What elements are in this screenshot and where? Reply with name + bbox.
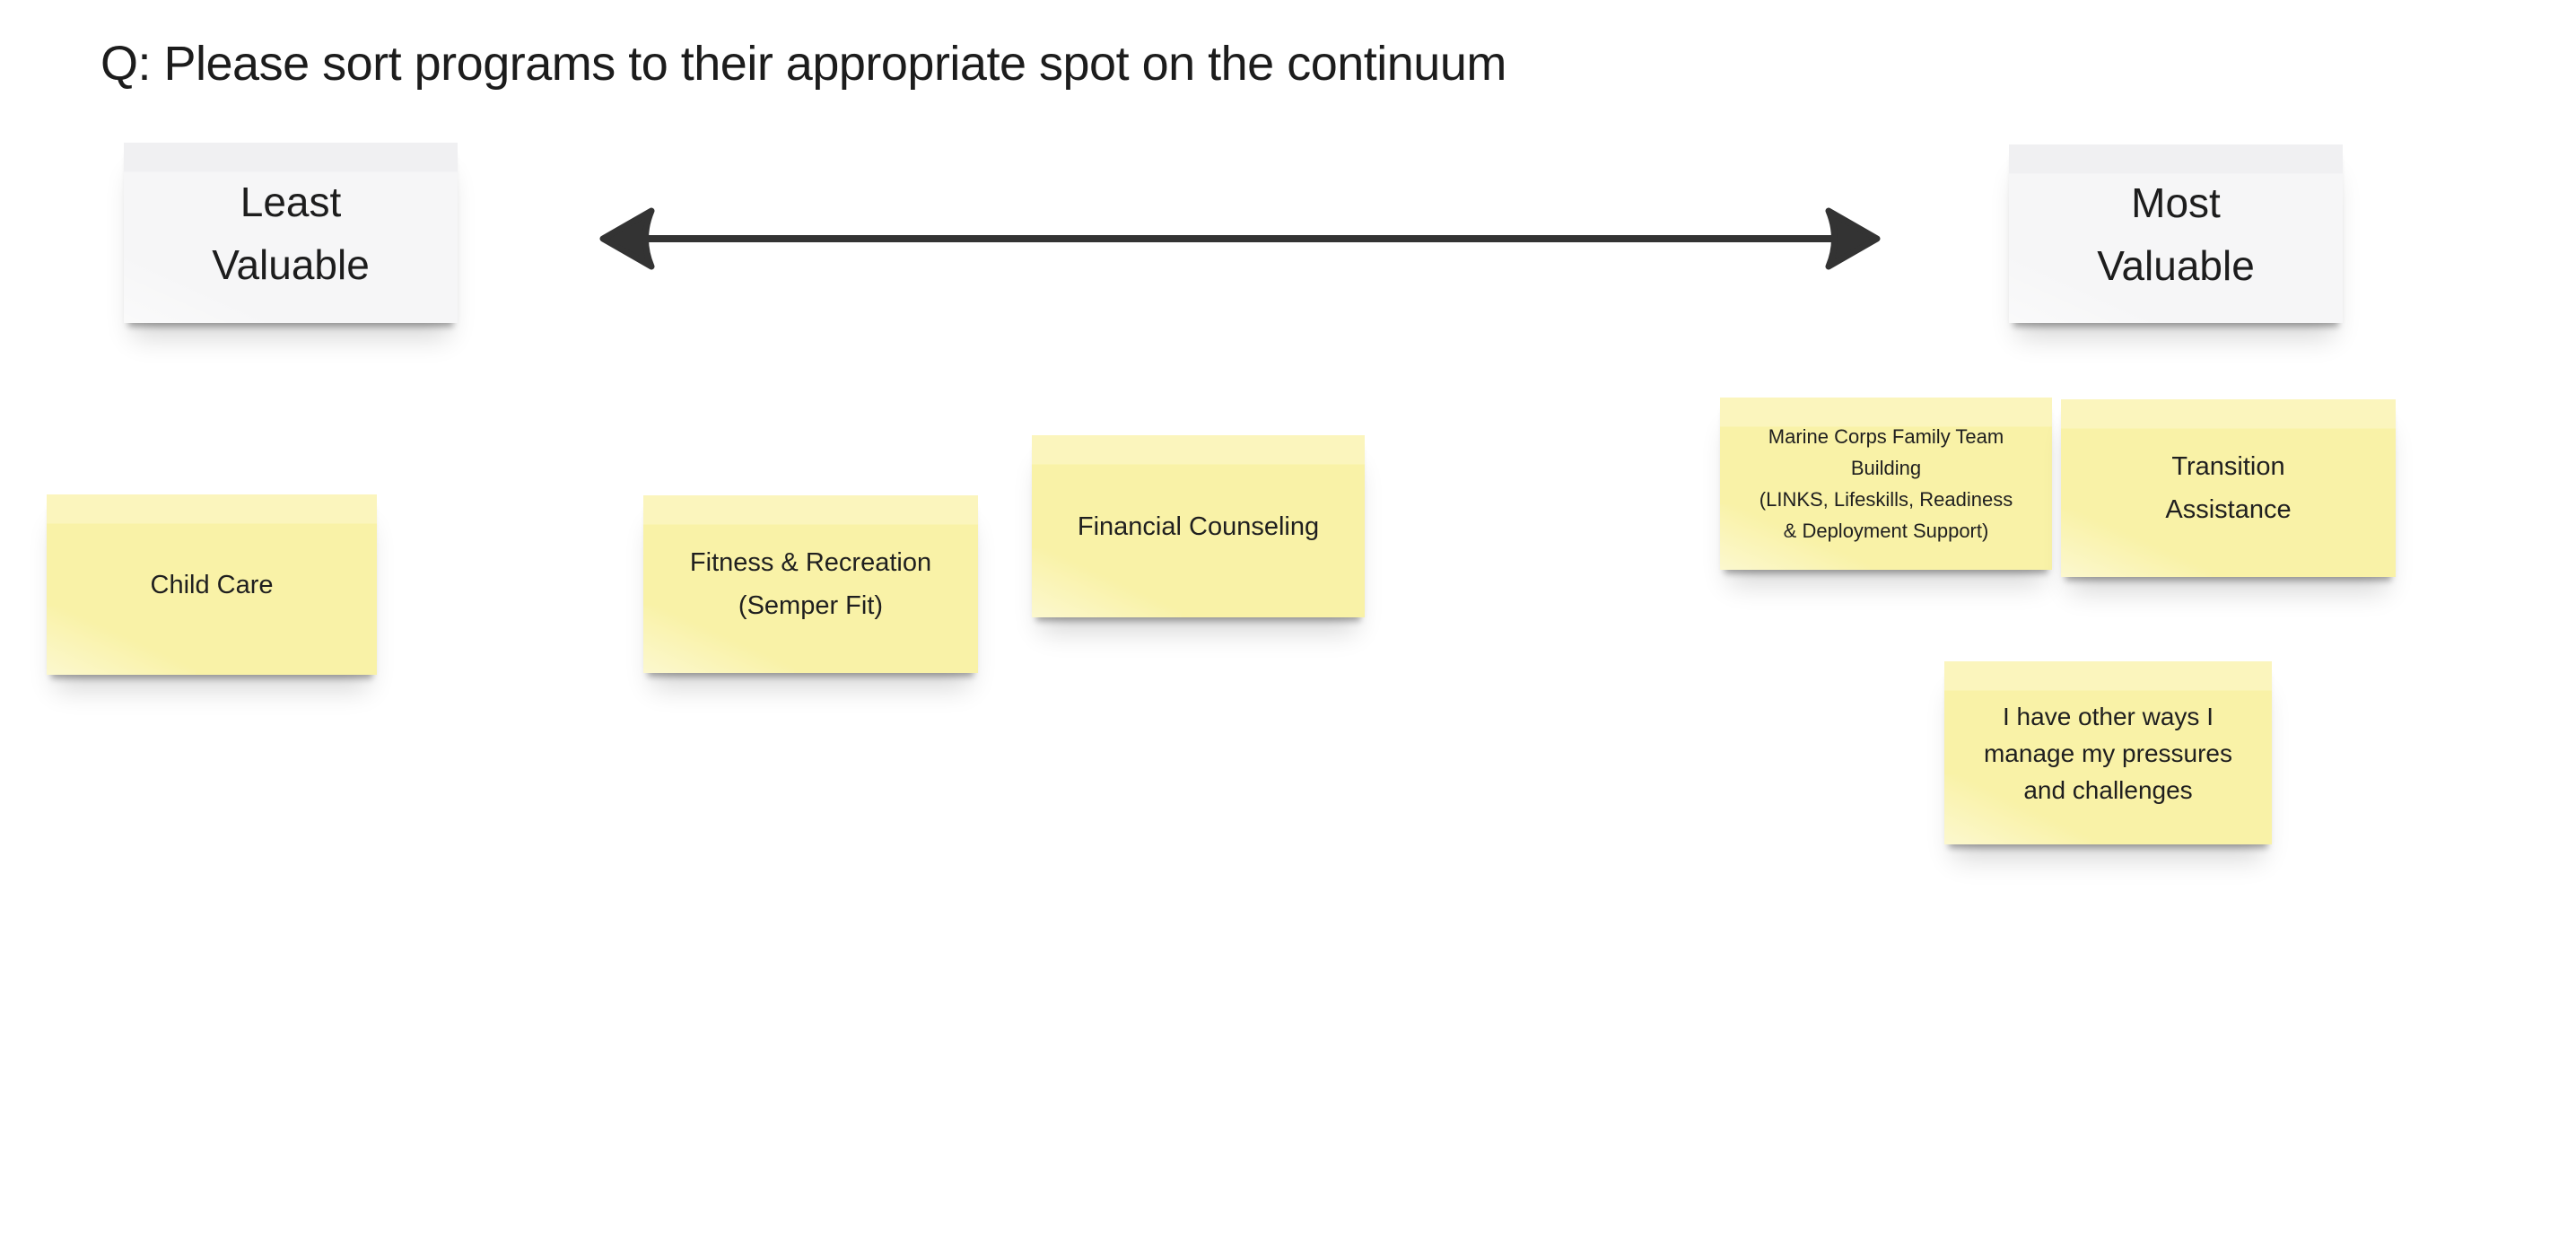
sticky-note-text: Marine Corps Family Team Building (LINKS… [1720,421,2052,546]
text-line: I have other ways I [2002,702,2214,730]
text-line: (Semper Fit) [738,591,884,620]
sticky-note-most-valuable[interactable]: Most Valuable [2009,144,2343,324]
right-arrowhead-icon [1825,207,1881,270]
text-line: and challenges [2023,775,2193,804]
left-arrowhead-icon [599,207,655,270]
sticky-note-text: Child Care [47,564,377,607]
sticky-note-text: Fitness & Recreation (Semper Fit) [643,541,978,627]
sticky-note-transition-assistance[interactable]: Transition Assistance [2061,399,2396,578]
continuum-arrow[interactable] [596,205,1884,276]
sticky-note-child-care[interactable]: Child Care [47,494,377,675]
sticky-note-least-valuable[interactable]: Least Valuable [124,143,458,323]
text-line: (LINKS, Lifeskills, Readiness [1759,488,2013,511]
text-line: Financial Counseling [1077,511,1320,541]
sticky-note-financial-counseling[interactable]: Financial Counseling [1032,435,1365,617]
sticky-note-text: I have other ways I manage my pressures … [1944,698,2272,809]
sticky-note-marine-corps-family-team-building[interactable]: Marine Corps Family Team Building (LINKS… [1720,398,2052,571]
arrow-shaft [619,235,1861,242]
sticky-note-other-ways[interactable]: I have other ways I manage my pressures … [1944,661,2272,844]
text-line: Fitness & Recreation [689,548,932,577]
text-line: Child Care [150,570,274,599]
sticky-note-text: Transition Assistance [2061,445,2396,531]
text-line: Valuable [2097,241,2255,289]
text-line: Assistance [2165,495,2292,524]
text-line: Valuable [212,240,370,288]
text-line: Building [1850,457,1922,479]
text-line: Transition [2171,452,2285,481]
sticky-note-text: Most Valuable [2009,171,2343,297]
text-line: Most [2131,179,2221,226]
text-line: Marine Corps Family Team [1768,425,2004,448]
text-line: Least [240,178,342,225]
sticky-note-fitness-recreation[interactable]: Fitness & Recreation (Semper Fit) [643,495,978,674]
sticky-note-text: Least Valuable [124,170,458,296]
board-title[interactable]: Q: Please sort programs to their appropr… [100,37,1506,91]
text-line: & Deployment Support) [1783,520,1989,542]
sticky-note-text: Financial Counseling [1032,505,1365,548]
text-line: manage my pressures [1983,739,2232,767]
